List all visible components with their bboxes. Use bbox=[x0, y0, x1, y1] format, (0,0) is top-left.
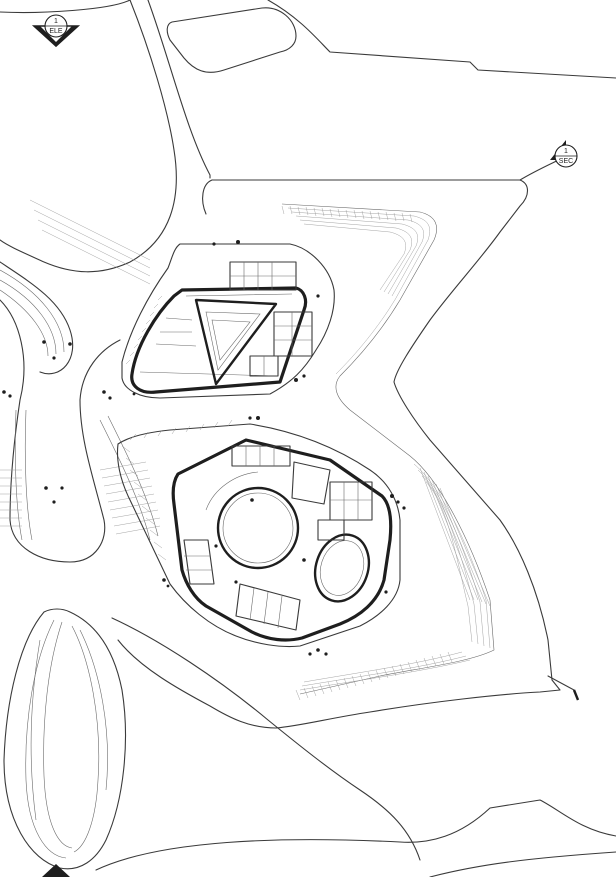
terrace-steps-hatch bbox=[281, 205, 491, 701]
elevation-marker-label: ELE bbox=[49, 28, 63, 35]
upper-building bbox=[121, 240, 335, 420]
elevation-marker-icon[interactable]: 1 ELE bbox=[31, 14, 81, 48]
elevation-marker-number: 1 bbox=[54, 18, 58, 25]
section-marker-icon[interactable]: 1 SEC bbox=[550, 140, 578, 168]
section-marker-label: SEC bbox=[559, 158, 573, 165]
elevation-marker-bottom-icon[interactable] bbox=[42, 864, 70, 877]
lower-building bbox=[116, 419, 406, 656]
section-marker-number: 1 bbox=[564, 148, 568, 155]
landscape-fixtures bbox=[2, 340, 112, 504]
